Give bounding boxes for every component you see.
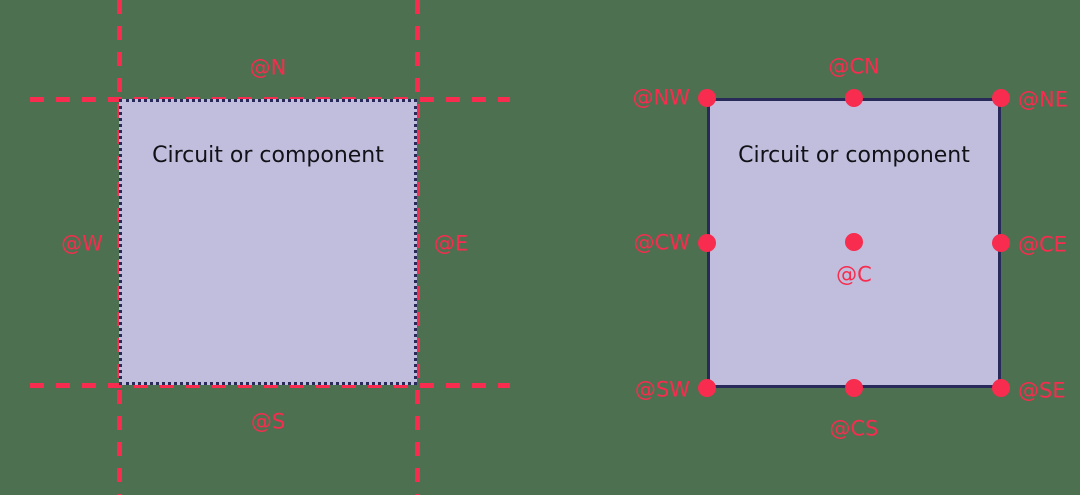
label-cs: @CS xyxy=(829,416,879,441)
anchor-dot-ce[interactable] xyxy=(992,234,1010,252)
label-ne: @NE xyxy=(1018,87,1068,112)
label-nw: @NW xyxy=(632,85,690,110)
anchor-dot-c[interactable] xyxy=(845,233,863,251)
label-cw: @CW xyxy=(633,230,690,255)
component-box-left: Circuit or component xyxy=(119,99,417,385)
label-sw: @SW xyxy=(634,377,690,402)
label-south: @S xyxy=(250,409,286,434)
label-north: @N xyxy=(249,55,287,80)
anchor-dot-cs[interactable] xyxy=(845,379,863,397)
anchor-dot-nw[interactable] xyxy=(698,89,716,107)
anchor-dot-cn[interactable] xyxy=(845,89,863,107)
guide-line-south xyxy=(30,383,510,388)
label-east: @E xyxy=(433,231,469,256)
anchor-dot-cw[interactable] xyxy=(698,234,716,252)
anchor-dot-sw[interactable] xyxy=(698,379,716,397)
label-ce: @CE xyxy=(1018,232,1067,257)
panel-guide-lines: Circuit or component @N @W @E @S xyxy=(30,0,510,495)
component-box-label: Circuit or component xyxy=(152,143,384,168)
anchor-dot-ne[interactable] xyxy=(992,89,1010,107)
label-cn: @CN xyxy=(828,54,880,79)
guide-line-east xyxy=(415,0,420,495)
anchor-dot-se[interactable] xyxy=(992,379,1010,397)
panel-anchor-points: Circuit or component @NW @CN @NE @CW @C … xyxy=(540,0,1080,495)
label-west: @W xyxy=(61,231,103,256)
component-box-label: Circuit or component xyxy=(738,143,970,168)
label-c: @C xyxy=(836,262,872,287)
label-se: @SE xyxy=(1018,378,1066,403)
